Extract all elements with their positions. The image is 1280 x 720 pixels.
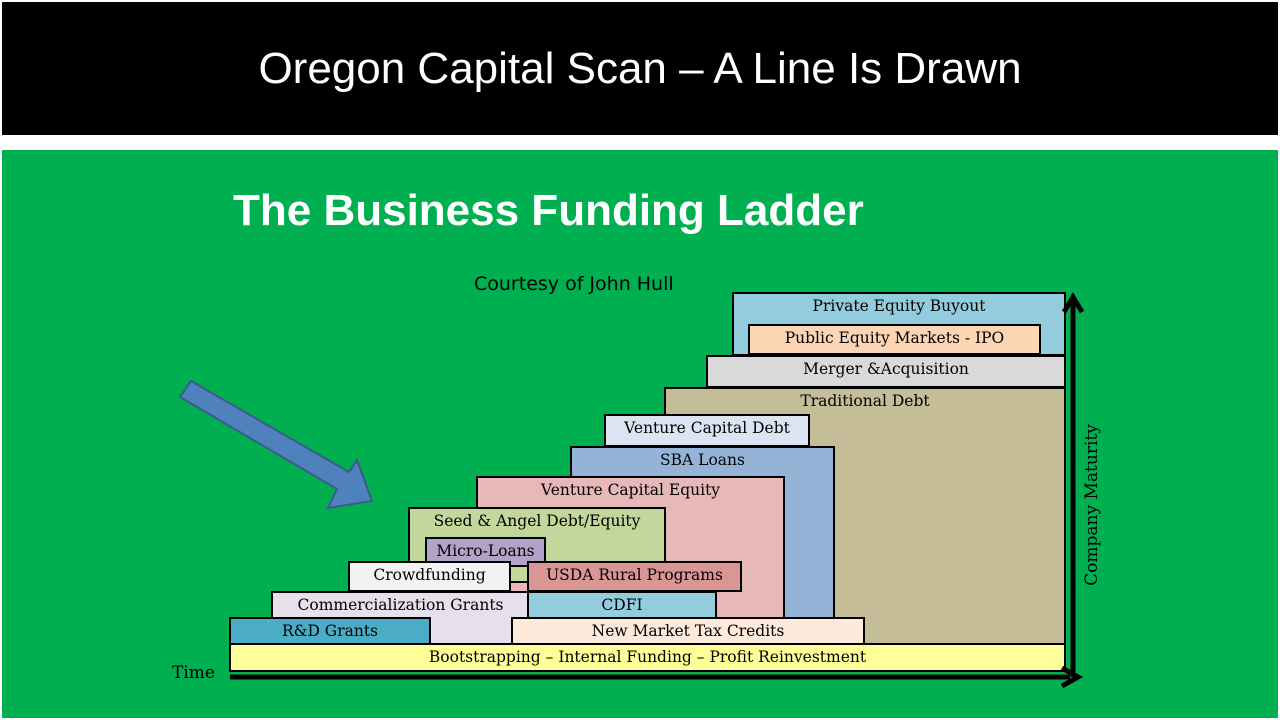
rung-label: Seed & Angel Debt/Equity [433, 512, 641, 530]
rung-merger-acquisition: Merger &Acquisition [706, 355, 1066, 388]
rung-label: SBA Loans [660, 451, 745, 469]
rung-label: R&D Grants [281, 622, 379, 640]
rung-label: Venture Capital Debt [624, 419, 790, 437]
rung-venture-capital-debt: Venture Capital Debt [604, 414, 810, 447]
rung-label: New Market Tax Credits [591, 622, 785, 640]
rung-crowdfunding: Crowdfunding [348, 561, 511, 592]
rung-cdfi: CDFI [527, 591, 717, 620]
rung-bootstrapping: Bootstrapping – Internal Funding – Profi… [229, 643, 1066, 672]
maturity-axis-label: Company Maturity [1082, 424, 1102, 586]
rung-label: Crowdfunding [373, 566, 486, 584]
maturity-axis-arrowhead [1061, 292, 1085, 314]
slide-title: Oregon Capital Scan – A Line Is Drawn [258, 43, 1022, 93]
time-axis-label: Time [172, 663, 215, 683]
rung-label: Merger &Acquisition [803, 360, 969, 378]
rung-label: Bootstrapping – Internal Funding – Profi… [428, 648, 867, 666]
rung-public-equity-ipo: Public Equity Markets - IPO [748, 324, 1041, 355]
time-axis-arrowhead [1060, 665, 1084, 689]
pointer-arrow [178, 379, 374, 510]
rung-label: Private Equity Buyout [812, 297, 986, 315]
rung-label: Public Equity Markets - IPO [784, 329, 1005, 347]
rung-label: USDA Rural Programs [546, 566, 723, 584]
rung-label: CDFI [601, 596, 643, 614]
rung-label: Venture Capital Equity [540, 481, 721, 499]
rung-label: Micro-Loans [436, 542, 535, 560]
rung-micro-loans: Micro-Loans [425, 537, 546, 567]
rung-label: Commercialization Grants [297, 596, 504, 614]
credit-text: Courtesy of John Hull [474, 273, 674, 295]
rung-label: Traditional Debt [800, 392, 930, 410]
title-bar: Oregon Capital Scan – A Line Is Drawn [2, 2, 1278, 135]
slide-subtitle: The Business Funding Ladder [233, 186, 864, 235]
